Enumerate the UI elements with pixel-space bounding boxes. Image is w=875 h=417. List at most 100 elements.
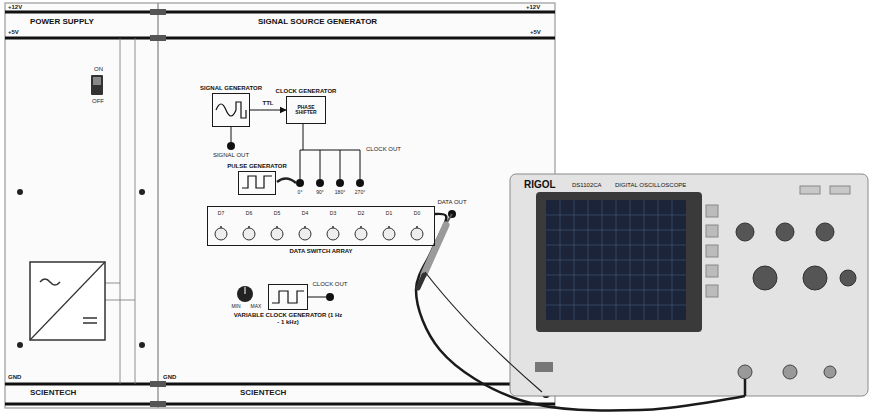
switch-array-block: DATA SWITCH ARRAY bbox=[207, 206, 435, 246]
switch-label: OFF bbox=[92, 98, 104, 105]
soft-key bbox=[706, 225, 718, 237]
power-switch bbox=[91, 75, 103, 95]
brand-name: RIGOL bbox=[524, 179, 556, 191]
probe-cable bbox=[416, 214, 745, 411]
pulse-block: PULSE GENERATOR bbox=[238, 171, 276, 195]
toggle-switch bbox=[299, 228, 311, 240]
supply-bus bbox=[5, 37, 555, 40]
terminal-label: DATA OUT bbox=[437, 199, 466, 206]
supply-wire bbox=[135, 38, 136, 384]
panel-divider bbox=[157, 3, 159, 408]
bus-link bbox=[150, 381, 166, 387]
bit-label: D4 bbox=[302, 211, 308, 217]
model-number: DS1102CA bbox=[572, 182, 602, 189]
phase-label: 90° bbox=[316, 190, 324, 196]
toggle-switch bbox=[383, 228, 395, 240]
bit-label: D5 bbox=[274, 211, 280, 217]
bus-link bbox=[150, 9, 166, 15]
panel-title: POWER SUPPLY bbox=[30, 17, 94, 26]
usb-port bbox=[535, 362, 553, 372]
trainer-board bbox=[5, 3, 555, 408]
dc-symbol bbox=[83, 318, 97, 323]
cable-stub bbox=[744, 379, 747, 396]
control-knob bbox=[803, 266, 827, 290]
block-title: PULSE GENERATOR bbox=[227, 163, 286, 170]
soft-key bbox=[706, 265, 718, 277]
signal-arrow bbox=[250, 109, 286, 110]
waveform-icon bbox=[216, 102, 246, 118]
terminal-label: SIGNAL OUT bbox=[213, 152, 249, 159]
soft-key bbox=[706, 205, 718, 217]
block-label: PHASE SHIFTER bbox=[287, 105, 325, 116]
bnc-input bbox=[783, 365, 797, 379]
oscilloscope: RIGOLDS1102CADIGITAL OSCILLOSCOPE bbox=[510, 174, 868, 396]
soft-key bbox=[706, 285, 718, 297]
ground-lead bbox=[425, 272, 542, 392]
block-title: SIGNAL GENERATOR bbox=[200, 85, 262, 92]
bus-link bbox=[150, 401, 166, 407]
toggle-switch bbox=[243, 228, 255, 240]
bit-label: D3 bbox=[330, 211, 336, 217]
control-knob bbox=[816, 223, 834, 241]
knob-label: MIN bbox=[231, 304, 240, 310]
switch-label: ON bbox=[94, 66, 103, 73]
supply-bus bbox=[5, 11, 555, 14]
brand-logo: SCIENTECH bbox=[240, 389, 286, 398]
supply-wire bbox=[105, 300, 135, 301]
bus-link bbox=[150, 35, 166, 41]
knob-pointer bbox=[244, 287, 245, 294]
control-knob bbox=[840, 270, 856, 286]
ground-bus bbox=[5, 383, 555, 386]
output-wire bbox=[308, 297, 326, 298]
terminal-label: CLOCK OUT bbox=[312, 281, 347, 288]
soft-key bbox=[706, 245, 718, 257]
bus-label: +5V bbox=[530, 29, 541, 36]
oscilloscope-screen bbox=[546, 200, 686, 320]
screen-grid bbox=[546, 200, 686, 320]
toggle-switch bbox=[355, 228, 367, 240]
block-title: CLOCK GENERATOR bbox=[276, 88, 337, 95]
edge-label: TTL bbox=[262, 100, 275, 107]
knob-label: MAX bbox=[251, 304, 262, 310]
bus-label: +12V bbox=[8, 4, 22, 11]
ac-symbol bbox=[40, 279, 60, 285]
power-switch-lever bbox=[93, 77, 101, 85]
clock-icon bbox=[272, 291, 304, 303]
generator-block: SIGNAL GENERATOR bbox=[212, 93, 250, 127]
control-knob bbox=[776, 223, 794, 241]
phase-label: 270° bbox=[355, 190, 365, 196]
bus-label: +12V bbox=[526, 4, 540, 11]
toggle-switch bbox=[271, 228, 283, 240]
oscilloscope-body bbox=[510, 174, 868, 396]
mounting-dot bbox=[139, 342, 145, 348]
bit-label: D2 bbox=[358, 211, 364, 217]
variable-clock-block: VARIABLE CLOCK GENERATOR (1 Hz - 1 kHz) bbox=[268, 284, 308, 310]
phase-shifter-block: CLOCK GENERATORPHASE SHIFTER bbox=[286, 96, 326, 124]
brand-logo: SCIENTECH bbox=[30, 389, 76, 398]
bus-label: GND bbox=[163, 374, 176, 381]
panel-title: SIGNAL SOURCE GENERATOR bbox=[258, 17, 377, 26]
bit-label: D7 bbox=[218, 211, 224, 217]
bit-label: D1 bbox=[386, 211, 392, 217]
clock-wires bbox=[300, 124, 360, 179]
clock-terminal bbox=[296, 179, 304, 187]
toggle-switch bbox=[215, 228, 227, 240]
bnc-input bbox=[738, 365, 752, 379]
frequency-knob bbox=[237, 286, 253, 302]
control-knob bbox=[753, 266, 777, 290]
phase-label: 0° bbox=[298, 190, 303, 196]
power-supply-panel: POWER SUPPLY bbox=[5, 3, 158, 408]
clock-terminal bbox=[326, 293, 334, 301]
signal-terminal bbox=[227, 142, 235, 150]
terminal-label: CLOCK OUT bbox=[366, 146, 401, 153]
mounting-dot bbox=[17, 342, 23, 348]
bit-label: D0 bbox=[414, 211, 420, 217]
menu-button bbox=[830, 186, 850, 194]
menu-button bbox=[800, 186, 820, 194]
clock-terminal bbox=[316, 179, 324, 187]
toggle-switch bbox=[327, 228, 339, 240]
toggle-switch bbox=[411, 228, 423, 240]
